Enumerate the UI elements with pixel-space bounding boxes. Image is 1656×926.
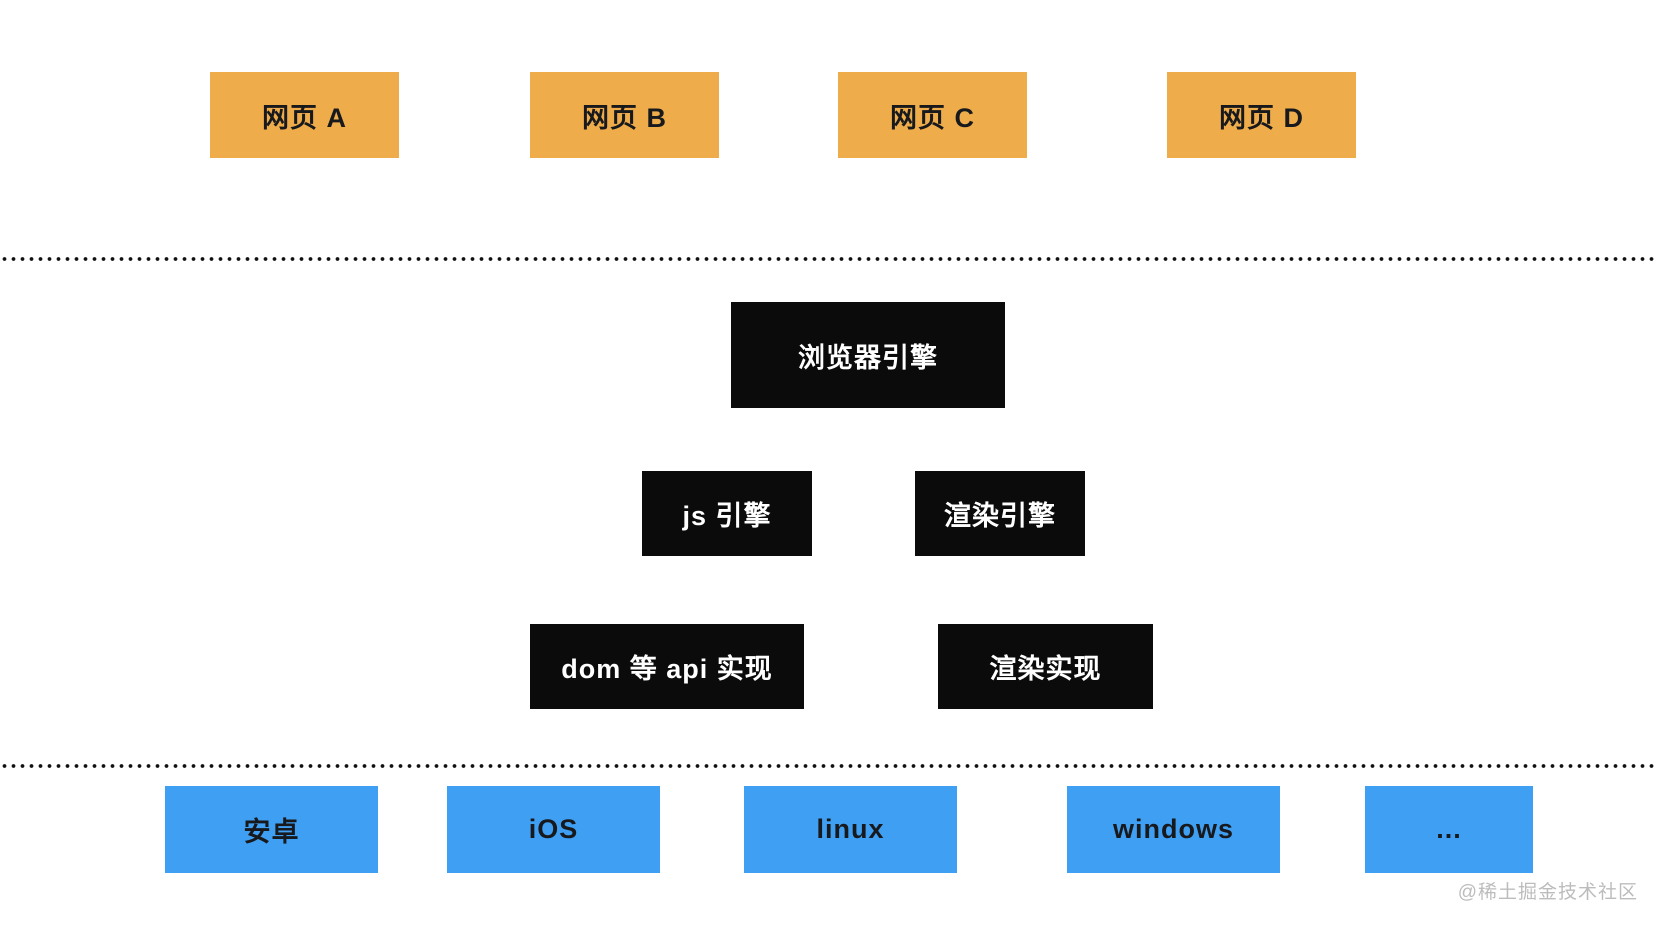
os-windows-box: windows: [1067, 786, 1280, 873]
os-android-box: 安卓: [165, 786, 378, 873]
webpage-a-label: 网页 A: [262, 102, 347, 133]
render-impl-box: 渲染实现: [938, 624, 1153, 709]
watermark: @稀土掘金技术社区: [1457, 882, 1638, 903]
os-more-box: ...: [1365, 786, 1533, 873]
render-impl-label: 渲染实现: [989, 654, 1102, 684]
js-engine-box: js 引擎: [642, 471, 812, 556]
render-engine-box: 渲染引擎: [915, 471, 1085, 556]
dom-api-impl-label: dom 等 api 实现: [561, 654, 773, 684]
webpage-d-label: 网页 D: [1219, 102, 1304, 133]
webpage-d-box: 网页 D: [1167, 72, 1356, 158]
separator-dotted-bottom: [0, 763, 1656, 769]
browser-engine-label: 浏览器引擎: [798, 342, 938, 373]
webpage-c-label: 网页 C: [890, 102, 975, 133]
webpage-b-box: 网页 B: [530, 72, 719, 158]
separator-dotted-top: [0, 256, 1656, 262]
webpage-a-box: 网页 A: [210, 72, 399, 158]
browser-engine-box: 浏览器引擎: [731, 302, 1005, 408]
os-linux-label: linux: [816, 814, 885, 844]
os-android-label: 安卓: [243, 817, 300, 847]
render-engine-label: 渲染引擎: [944, 501, 1056, 531]
webpage-b-label: 网页 B: [582, 102, 667, 133]
webpage-c-box: 网页 C: [838, 72, 1027, 158]
dom-api-impl-box: dom 等 api 实现: [530, 624, 804, 709]
os-ios-box: iOS: [447, 786, 660, 873]
os-windows-label: windows: [1113, 814, 1234, 844]
os-more-label: ...: [1436, 814, 1462, 844]
js-engine-label: js 引擎: [682, 501, 772, 531]
os-linux-box: linux: [744, 786, 957, 873]
os-ios-label: iOS: [528, 814, 579, 844]
